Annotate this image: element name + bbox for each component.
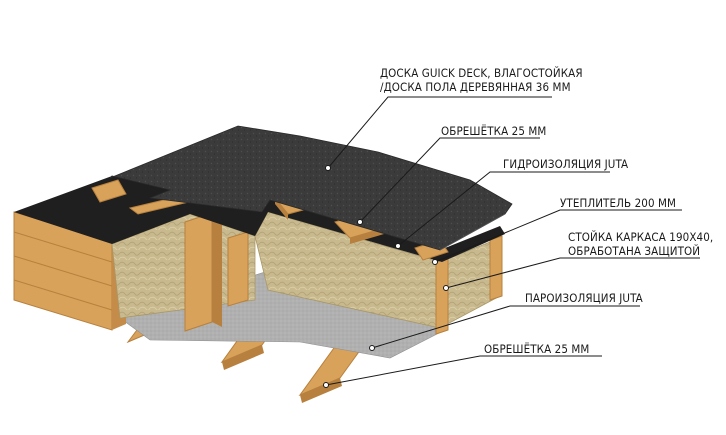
label-insulation: Утеплитель 200 мм <box>560 196 677 210</box>
label-waterproofing: Гидроизоляция JUTA <box>503 157 629 171</box>
leader-dots <box>323 165 449 388</box>
label-stud-line1: Стойка каркаса 190х40, <box>568 230 714 244</box>
label-vapor-barrier: Пароизоляция JUTA <box>525 291 643 305</box>
label-batten-bottom: Обрешётка 25 мм <box>484 342 590 356</box>
waterproofing-layer <box>14 176 505 262</box>
leader-lines <box>325 96 700 386</box>
label-deck-board: Доска GUICK DECK, влагостойкая /доска по… <box>380 66 583 94</box>
insulation-layer <box>111 211 501 329</box>
frame-studs <box>184 212 503 335</box>
label-stud-line2: обработана защитой <box>568 244 701 258</box>
label-batten-top: Обрешётка 25 мм <box>441 124 547 138</box>
label-deck-line2: /доска пола деревянная 36 мм <box>380 80 571 94</box>
label-frame-stud: Стойка каркаса 190х40, обработана защито… <box>568 230 713 258</box>
label-deck-line1: Доска GUICK DECK, влагостойкая <box>380 66 583 80</box>
